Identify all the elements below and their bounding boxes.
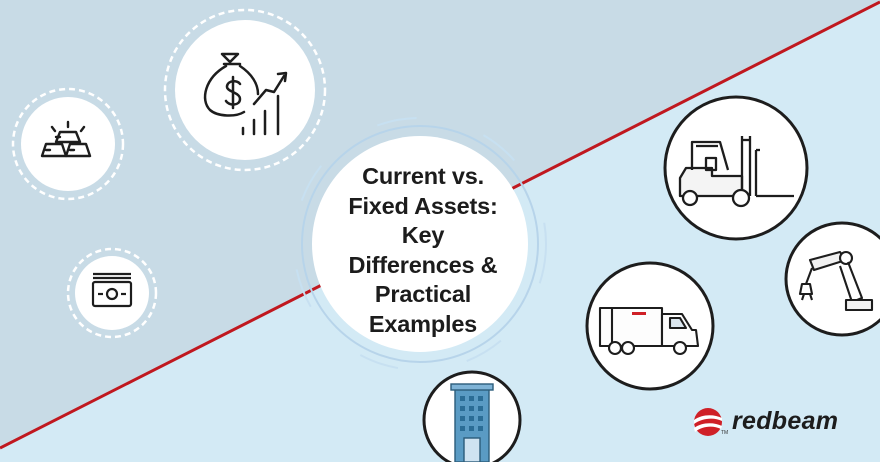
brand-name: redbeam — [732, 407, 839, 435]
title-line: Practical — [374, 281, 472, 307]
robotic-arm-icon — [784, 221, 880, 337]
title-circle — [293, 117, 547, 371]
title-line: Fixed Assets: — [348, 192, 498, 219]
cash-stack-icon — [66, 247, 158, 339]
title-line: Key — [401, 222, 445, 248]
office-building-icon — [422, 370, 522, 462]
title-line: Examples — [368, 310, 478, 337]
redbeam-logo-mark — [694, 408, 722, 436]
trademark-mark: TM — [721, 430, 729, 436]
title-line: Differences & — [348, 251, 498, 278]
gold-bars-icon — [11, 87, 125, 201]
page-title: Current vs. Fixed Assets: Key Difference… — [300, 162, 546, 339]
title-line: Current vs. — [362, 163, 484, 189]
brand-logo: redbeam TM — [692, 405, 862, 445]
forklift-icon — [663, 95, 809, 241]
money-bag-growth-icon — [163, 8, 327, 172]
delivery-truck-icon — [585, 261, 715, 391]
